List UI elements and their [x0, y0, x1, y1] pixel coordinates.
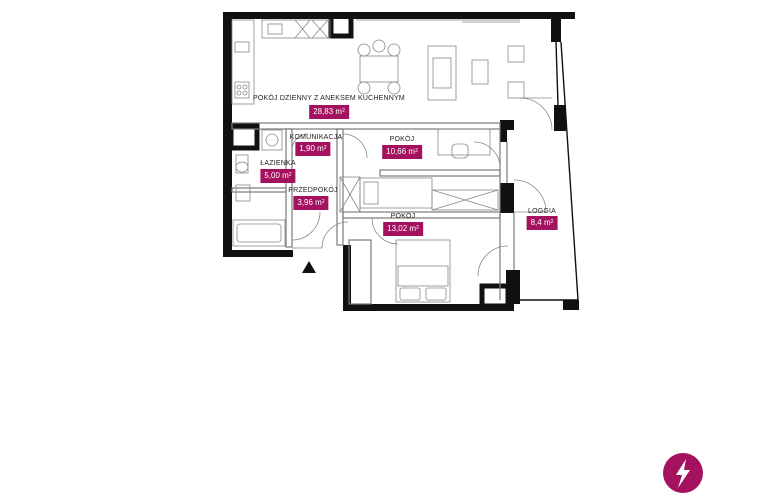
area-unit-sup-corridor: 2: [323, 145, 327, 151]
area-value-loggia: 8,4 m: [530, 218, 551, 227]
kitchen-units: [231, 19, 520, 105]
bathroom-fixtures: [232, 129, 321, 247]
loggia-doors: [513, 179, 547, 213]
area-badge-loggia: 8,4 m2: [526, 216, 558, 230]
area-badge-corridor: 1,90 m2: [295, 142, 331, 156]
bedroom1-furniture: [342, 128, 501, 211]
area-unit-sup-living: 2: [342, 108, 345, 114]
area-value-living: 28,83 m: [313, 107, 343, 116]
loggia-outline: [514, 41, 579, 301]
area-unit-sup-loggia: 2: [550, 219, 554, 225]
area-badge-bedroom1: 10,66 m2: [382, 145, 422, 159]
entrance-arrow-icon: [302, 261, 316, 273]
room-name-corridor: KOMUNIKACJA: [289, 134, 343, 141]
room-name-hall: PRZEDPOKÓJ: [288, 187, 338, 194]
area-badge-bathroom: 5,00 m2: [260, 169, 296, 183]
area-unit-sup-hall: 2: [321, 199, 325, 205]
dining-table: [357, 39, 401, 95]
area-value-bathroom: 5,00 m: [264, 171, 289, 180]
interior-walls: [231, 122, 515, 305]
exterior-walls: [223, 12, 579, 311]
area-unit-sup-bedroom1: 2: [415, 148, 418, 154]
area-value-bedroom1: 10,66 m: [386, 147, 416, 156]
area-value-corridor: 1,90 m: [299, 144, 324, 153]
area-value-bedroom2: 13,02 m: [387, 224, 417, 233]
room-name-bathroom: ŁAZIENKA: [260, 160, 296, 167]
brand-logo-icon: [663, 453, 703, 493]
room-name-bedroom1: POKÓJ: [389, 136, 415, 143]
area-unit-sup-bedroom2: 2: [416, 225, 419, 231]
area-badge-hall: 3,96 m2: [293, 196, 329, 210]
room-name-bedroom2: POKÓJ: [390, 213, 416, 220]
area-badge-living: 28,83 m2: [309, 105, 349, 119]
hall-wardrobe: [292, 176, 361, 249]
area-unit-sup-bathroom: 2: [288, 172, 292, 178]
area-badge-bedroom2: 13,02 m2: [383, 222, 423, 236]
room-name-loggia: LOGGIA: [527, 208, 557, 215]
area-value-hall: 3,96 m: [297, 198, 322, 207]
room-name-living: POKÓJ DZIENNY Z ANEKSEM KUCHENNYM: [253, 95, 405, 102]
bedroom2-furniture: [371, 217, 509, 303]
living-furniture: [427, 45, 553, 131]
